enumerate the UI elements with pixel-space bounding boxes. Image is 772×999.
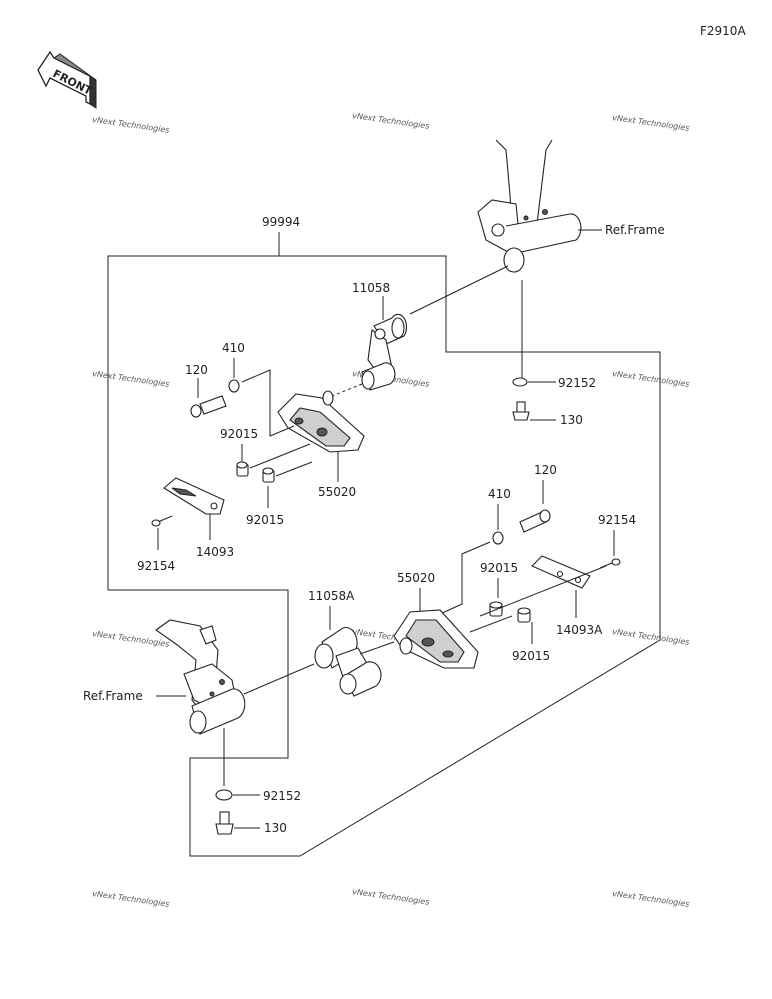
kit-bracket — [107, 232, 661, 857]
label-ref-frame-left: Ref.Frame — [83, 689, 143, 703]
watermark: vNext Technologies — [612, 369, 690, 389]
washer-frame-lower — [215, 789, 233, 801]
watermark: vNext Technologies — [612, 627, 690, 647]
watermark: vNext Technologies — [92, 889, 170, 909]
label-cover-upper: 14093 — [196, 545, 234, 559]
watermark: vNext Technologies — [352, 111, 430, 131]
collar-upper-a — [236, 461, 249, 477]
label-holder-lower: 11058A — [308, 589, 355, 603]
label-slider-lower: 55020 — [397, 571, 435, 585]
label-collar-lower-a: 92015 — [480, 561, 518, 575]
holder-upper — [361, 313, 407, 391]
frame-lower-left — [155, 619, 246, 735]
label-washer-upper: 410 — [222, 341, 245, 355]
collar-lower-a — [489, 601, 503, 617]
cover-upper — [163, 477, 225, 515]
bolt-upper — [190, 395, 227, 418]
front-arrow-icon: FRONT — [37, 50, 97, 109]
collar-lower-b — [517, 607, 531, 623]
cover-lower — [531, 555, 591, 589]
washer-frame-upper — [512, 377, 528, 387]
label-bolt-frame-upper: 130 — [560, 413, 583, 427]
collar-upper-b — [262, 467, 275, 483]
washer-upper — [228, 379, 240, 393]
label-screw-lower: 92154 — [598, 513, 636, 527]
label-kit: 99994 — [262, 215, 300, 229]
figure-code: F2910A — [700, 24, 746, 38]
frame-upper-right — [477, 139, 582, 273]
label-washer-frame-lower: 92152 — [263, 789, 301, 803]
bolt-lower — [519, 509, 551, 533]
label-holder-upper: 11058 — [352, 281, 390, 295]
slider-upper — [277, 390, 365, 453]
screw-upper — [151, 515, 173, 527]
watermark: vNext Technologies — [612, 889, 690, 909]
bolt-frame-upper — [512, 401, 530, 421]
label-bolt-lower: 120 — [534, 463, 557, 477]
label-bolt-frame-lower: 130 — [264, 821, 287, 835]
label-screw-upper: 92154 — [137, 559, 175, 573]
washer-lower — [492, 531, 504, 545]
watermark: vNext Technologies — [352, 887, 430, 907]
label-collar-upper-b: 92015 — [246, 513, 284, 527]
bolt-frame-lower — [215, 811, 234, 835]
holder-lower — [314, 626, 382, 697]
label-ref-frame-right: Ref.Frame — [605, 223, 665, 237]
watermark: vNext Technologies — [92, 369, 170, 389]
label-slider-upper: 55020 — [318, 485, 356, 499]
label-washer-lower: 410 — [488, 487, 511, 501]
screw-lower — [599, 558, 621, 569]
watermarks: vNext Technologies vNext Technologies vN… — [92, 111, 690, 909]
slider-lower — [393, 609, 479, 669]
watermark: vNext Technologies — [612, 113, 690, 133]
label-collar-lower-b: 92015 — [512, 649, 550, 663]
label-collar-upper-a: 92015 — [220, 427, 258, 441]
label-washer-frame-upper: 92152 — [558, 376, 596, 390]
watermark: vNext Technologies — [92, 115, 170, 135]
label-bolt-upper: 120 — [185, 363, 208, 377]
label-cover-lower: 14093A — [556, 623, 603, 637]
